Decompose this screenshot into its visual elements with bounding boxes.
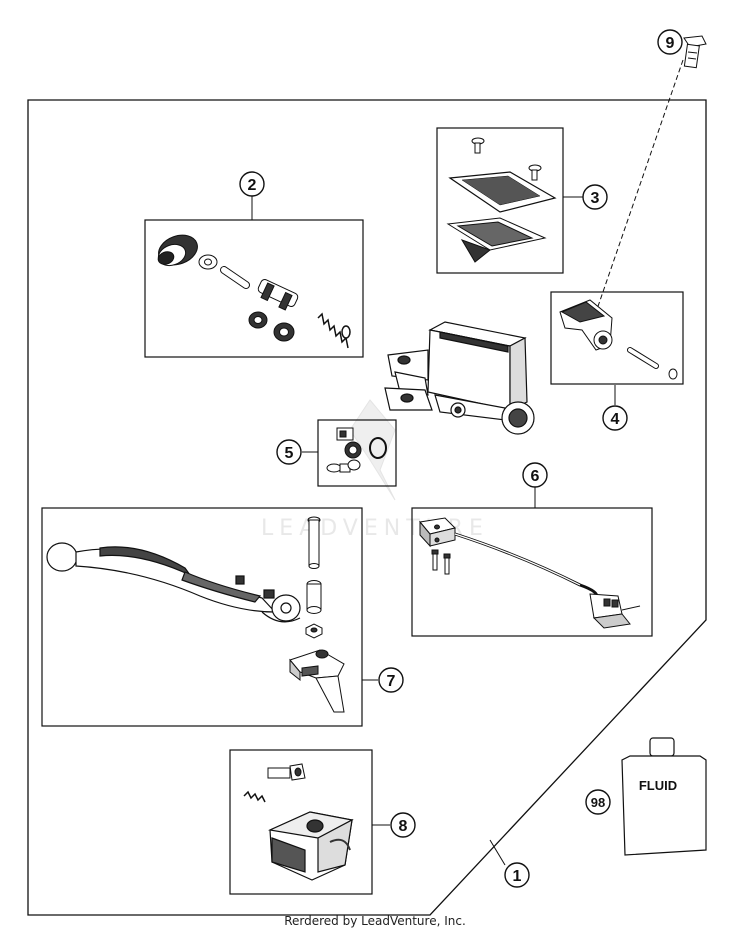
svg-text:5: 5 [285, 445, 294, 462]
svg-text:3: 3 [591, 190, 600, 207]
watermark: LEADVENTURE [261, 399, 483, 541]
fluid-label: FLUID [639, 778, 677, 793]
svg-text:98: 98 [591, 795, 605, 810]
pin-clip [668, 368, 678, 380]
sensor-cable [454, 532, 599, 599]
callout-8: 8 [390, 812, 416, 838]
cap-screws [471, 137, 542, 181]
group-box-2 [144, 219, 364, 358]
assembly-outline [27, 99, 707, 916]
leader-lines [251, 59, 684, 866]
o-rings [248, 311, 295, 342]
callout-5: 5 [276, 439, 302, 465]
switch-parts [326, 427, 387, 473]
callout-6: 6 [522, 462, 548, 488]
group-box-8 [229, 749, 373, 895]
group-box-7 [41, 507, 363, 727]
lever-pin [307, 516, 321, 569]
part-9-bolt [683, 35, 707, 69]
svg-text:9: 9 [666, 35, 675, 52]
svg-text:4: 4 [611, 411, 620, 428]
svg-text:2: 2 [248, 177, 257, 194]
callout-98: 98 [585, 789, 611, 815]
piston [257, 279, 299, 311]
adjuster-bracket [289, 649, 345, 713]
callout-9: 9 [657, 29, 683, 55]
pivot-pin [627, 347, 659, 369]
lever-bushing [306, 580, 322, 614]
callout-3: 3 [582, 184, 608, 210]
adjuster-screw [267, 763, 306, 781]
cable-connector [589, 593, 641, 629]
lever-nut [305, 623, 323, 639]
group-box-6 [411, 507, 653, 637]
fluid-bottle: FLUID [621, 737, 707, 856]
sensor-switch [419, 517, 456, 575]
pivot-bracket [559, 299, 613, 351]
group-box-4 [550, 291, 684, 385]
svg-text:7: 7 [387, 673, 396, 690]
callout-7: 7 [378, 667, 404, 693]
diaphragm [446, 217, 547, 263]
push-rod [220, 266, 250, 289]
boot-seal [157, 234, 198, 267]
group-box-5 [317, 419, 397, 487]
callout-1: 1 [504, 862, 530, 888]
spring [317, 312, 351, 349]
svg-text:1: 1 [513, 868, 522, 885]
footer-credit: Rerdered by LeadVenture, Inc. [284, 914, 466, 928]
svg-text:8: 8 [399, 818, 408, 835]
brake-lever [46, 542, 301, 623]
adjuster-spring [243, 790, 266, 803]
group-box-3 [436, 127, 564, 274]
svg-text:6: 6 [531, 468, 540, 485]
master-cylinder-body [384, 321, 535, 435]
callout-4: 4 [602, 405, 628, 431]
adjuster-housing [267, 811, 354, 881]
callout-2: 2 [239, 171, 265, 197]
